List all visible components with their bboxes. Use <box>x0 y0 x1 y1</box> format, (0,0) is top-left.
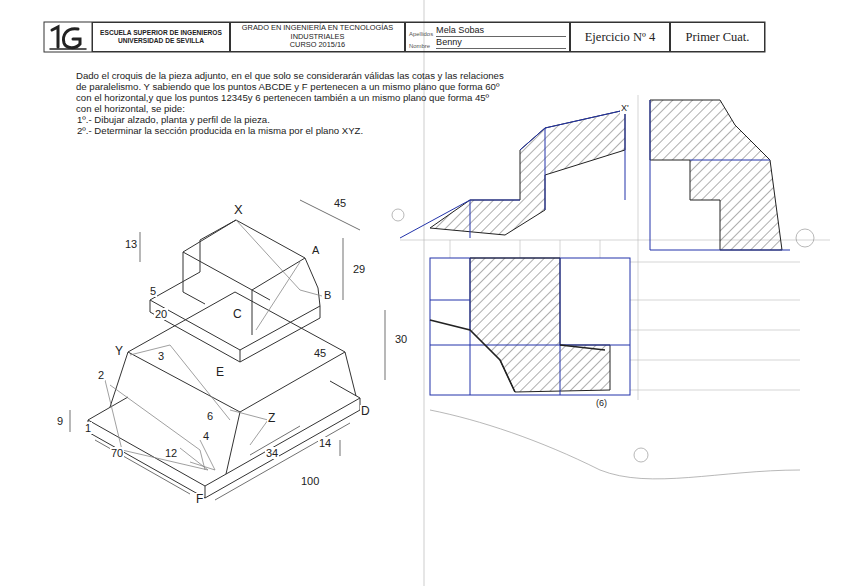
dimension-label: 6 <box>206 410 214 422</box>
cell-text: Primer Cuat. <box>686 30 750 44</box>
cell-text: ESCUELA SUPERIOR DE INGENIEROS <box>100 29 222 37</box>
dimension-label: 5 <box>149 285 157 297</box>
dimension-label: 4 <box>202 430 210 442</box>
cell-text: Mela Sobas <box>436 26 566 37</box>
statement-text: 1º.- Dibujar alzado, planta y perfil de … <box>76 115 271 126</box>
dimension-label: Z <box>267 412 276 425</box>
dimension-label: X' <box>620 104 630 114</box>
statement-text: Dado el croquis de la pieza adjunto, en … <box>76 70 506 114</box>
title-block-cell: Ejercicio Nº 4 <box>570 22 670 52</box>
dimension-label: 9 <box>56 415 64 427</box>
statement-text: 2º.- Determinar la sección producida en … <box>76 126 364 137</box>
cell-text: CURSO 2015/16 <box>290 41 345 50</box>
title-block-cell: ESCUELA SUPERIOR DE INGENIEROSUNIVERSIDA… <box>92 22 230 52</box>
dimension-label: 20 <box>154 308 168 320</box>
dimension-label: A <box>311 244 320 256</box>
dimension-label: 70 <box>110 447 124 459</box>
dimension-label: 30 <box>394 333 408 345</box>
dimension-label: 34 <box>265 447 279 459</box>
dimension-label: C <box>232 308 243 321</box>
cell-text: UNIVERSIDAD DE SEVILLA <box>118 37 204 45</box>
dimension-label: 13 <box>124 238 138 250</box>
cell-text: GRADO EN INGENIERÍA EN TECNOLOGÍAS INDUS… <box>234 24 401 41</box>
cell-text: Benny <box>436 38 566 49</box>
cell-text: Nombre <box>409 43 433 49</box>
dimension-label: 12 <box>164 447 178 459</box>
dimension-label: 1 <box>84 422 92 434</box>
dimension-label: E <box>215 366 225 379</box>
dimension-label: F <box>195 493 204 506</box>
dimension-label: 100 <box>300 475 320 487</box>
cell-text: Ejercicio Nº 4 <box>585 30 656 44</box>
cell-text: Apellidos <box>409 31 433 37</box>
dimension-label: B <box>323 289 332 301</box>
dimension-label: Y <box>114 345 124 358</box>
dimension-label: 45 <box>333 197 347 209</box>
dimension-label: X <box>233 203 244 217</box>
dimension-label: 14 <box>318 437 332 449</box>
dimension-label: 29 <box>352 263 366 275</box>
dimension-label: 2 <box>97 369 105 381</box>
dimension-label: 45 <box>313 347 327 359</box>
title-block-cell: Primer Cuat. <box>670 22 765 52</box>
dimension-label: D <box>360 405 371 418</box>
title-block-cell: GRADO EN INGENIERÍA EN TECNOLOGÍAS INDUS… <box>230 22 405 52</box>
title-block-cell: ApellidosMela SobasNombreBenny <box>405 22 570 52</box>
dimension-label: 3 <box>157 350 165 362</box>
dimension-label: (6) <box>595 399 608 409</box>
